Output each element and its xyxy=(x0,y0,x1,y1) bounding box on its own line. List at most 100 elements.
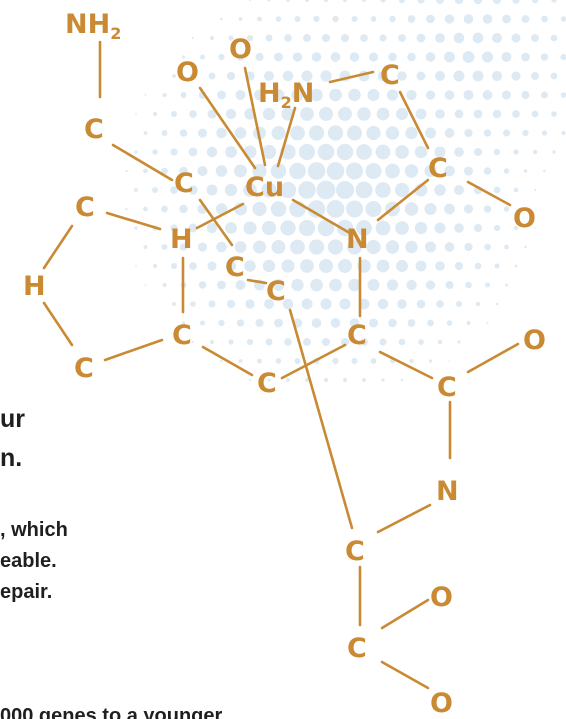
pattern-dot xyxy=(171,263,177,269)
pattern-dot xyxy=(404,164,419,178)
pattern-dot xyxy=(444,51,455,63)
pattern-dot xyxy=(323,377,329,383)
pattern-dot xyxy=(210,340,214,344)
pattern-dot xyxy=(207,109,217,119)
pattern-dot xyxy=(292,52,303,62)
pattern-dot xyxy=(144,94,147,96)
pattern-dot xyxy=(475,301,481,307)
pattern-dot xyxy=(444,242,455,252)
pattern-dot xyxy=(289,162,306,180)
pattern-dot xyxy=(462,51,475,63)
pattern-dot xyxy=(327,125,344,141)
pattern-dot xyxy=(492,33,502,43)
pattern-dot xyxy=(235,280,246,290)
pattern-dot xyxy=(370,16,377,22)
pattern-dot xyxy=(428,359,433,363)
pattern-dot xyxy=(125,207,128,211)
pattern-dot xyxy=(492,0,502,5)
pattern-dot xyxy=(493,224,501,232)
pattern-dot xyxy=(188,147,198,157)
pattern-dot xyxy=(225,260,237,272)
pattern-dot xyxy=(512,110,520,118)
pattern-dot xyxy=(291,88,304,102)
bond-c-c xyxy=(111,143,174,182)
pattern-dot xyxy=(513,187,519,193)
pattern-dot xyxy=(434,184,446,196)
paragraph-line-1: , which xyxy=(0,519,68,541)
pattern-dot xyxy=(307,162,326,180)
pattern-dot xyxy=(304,0,310,3)
pattern-dot xyxy=(464,242,473,252)
dot-pattern-background xyxy=(125,0,566,383)
pattern-dot xyxy=(326,162,345,180)
pattern-dot xyxy=(454,223,464,233)
pattern-dot xyxy=(271,126,286,140)
pattern-dot xyxy=(208,72,216,80)
pattern-dot xyxy=(491,70,503,82)
pattern-dot xyxy=(396,108,408,120)
pattern-dot xyxy=(236,53,245,61)
pattern-dot xyxy=(534,227,536,229)
pattern-dot xyxy=(245,299,255,309)
bond-c-cu xyxy=(198,198,234,247)
pattern-dot xyxy=(181,321,186,325)
pattern-dot xyxy=(319,259,333,273)
pattern-dot xyxy=(448,360,451,362)
pattern-dot xyxy=(321,337,331,347)
pattern-dot xyxy=(377,70,389,82)
pattern-dot xyxy=(189,262,197,270)
pattern-dot xyxy=(161,205,168,213)
atom-o-right-mid: O xyxy=(523,325,546,356)
pattern-dot xyxy=(454,261,464,271)
pattern-dot xyxy=(308,239,325,255)
pattern-dot xyxy=(531,110,539,118)
pattern-dot xyxy=(398,34,406,42)
pattern-dot xyxy=(286,0,290,2)
pattern-dot xyxy=(215,203,228,215)
pattern-dot xyxy=(444,128,455,138)
atom-o-right-upper: O xyxy=(513,203,536,234)
paragraph-line-3: epair. xyxy=(0,581,53,603)
pattern-dot xyxy=(375,220,391,236)
atom-c-bottom: C xyxy=(347,633,367,664)
pattern-dot xyxy=(179,166,188,176)
atom-c-mid-2: C xyxy=(266,276,286,307)
molecule-atoms: NH2 O O H2N C C C Cu C O C H N H C C C C… xyxy=(23,9,546,719)
pattern-dot xyxy=(395,221,409,235)
pattern-dot xyxy=(272,279,285,291)
pattern-dot xyxy=(198,281,207,289)
pattern-dot xyxy=(427,319,434,327)
pattern-dot xyxy=(252,201,267,217)
pattern-dot xyxy=(267,0,271,2)
pattern-dot xyxy=(434,70,446,82)
pattern-dot xyxy=(426,14,435,24)
pattern-dot xyxy=(435,261,445,271)
pattern-dot xyxy=(246,34,254,42)
pattern-dot xyxy=(560,16,566,22)
pattern-dot xyxy=(134,150,138,154)
pattern-dot xyxy=(243,183,257,197)
pattern-dot xyxy=(418,339,424,345)
pattern-dot xyxy=(327,239,344,255)
pattern-dot xyxy=(356,144,372,160)
pattern-dot xyxy=(336,143,354,161)
pattern-dot xyxy=(189,110,197,118)
atom-h-ring-center: H xyxy=(170,224,193,255)
pattern-dot xyxy=(396,260,408,272)
pattern-dot xyxy=(444,14,455,24)
pattern-dot xyxy=(311,52,322,62)
atom-o-top-left: O xyxy=(176,57,199,88)
pattern-dot xyxy=(254,89,265,101)
molecule-bonds xyxy=(42,40,520,690)
pattern-dot xyxy=(317,143,335,161)
pattern-dot xyxy=(342,0,348,3)
pattern-dot xyxy=(238,17,243,21)
pattern-dot xyxy=(513,149,519,155)
atom-o-top: O xyxy=(229,34,252,65)
pattern-dot xyxy=(244,260,256,272)
pattern-dot xyxy=(484,243,491,251)
pattern-dot xyxy=(253,240,266,254)
pattern-dot xyxy=(215,165,228,177)
pattern-dot xyxy=(320,70,332,82)
pattern-dot xyxy=(218,53,225,61)
